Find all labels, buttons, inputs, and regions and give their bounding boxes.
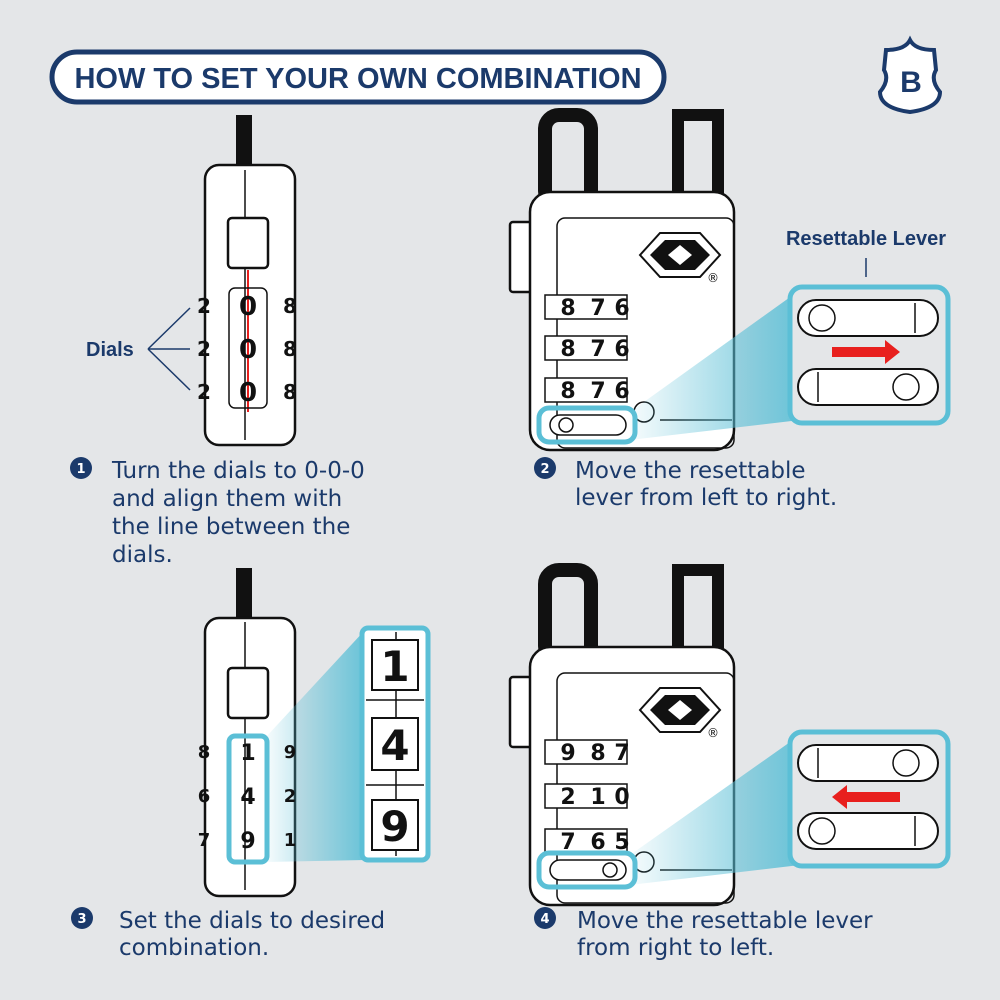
- step-2: 2 Move the resettable lever from left to…: [534, 457, 837, 511]
- dial-digit: 7: [560, 830, 575, 855]
- step-text: Move the resettable: [575, 458, 806, 484]
- zoom-projection: [630, 735, 800, 885]
- dial-digit: 8: [560, 337, 575, 362]
- step-number: 2: [540, 462, 549, 477]
- side-digit: 8: [283, 294, 297, 318]
- step-text: dials.: [112, 542, 173, 568]
- vertical-lock-step3: 1 4 9 8 6 7 9 2 1 1 4 9: [198, 568, 431, 898]
- resettable-lever: [549, 859, 627, 881]
- padlock-step2: ® 8 7 6 8 7 6 8 7 6: [508, 108, 951, 452]
- dials-pointer-lines: [147, 307, 191, 391]
- step-text: from right to left.: [577, 935, 774, 961]
- dial-digit: 6: [614, 379, 629, 404]
- zoomed-digit: 1: [380, 642, 409, 691]
- dial-digit: 6: [590, 830, 605, 855]
- dial-digit: 6: [614, 337, 629, 362]
- resettable-lever-label: Resettable Lever: [786, 228, 946, 250]
- dial-digit: 7: [590, 296, 605, 321]
- step-number: 4: [540, 912, 549, 927]
- dial-digit: 1: [240, 741, 255, 766]
- dial-digit: 6: [614, 296, 629, 321]
- dial-digit: 1: [590, 785, 605, 810]
- side-digit: 2: [284, 786, 297, 807]
- side-digit: 2: [197, 294, 211, 318]
- step-text: the line between the: [112, 514, 350, 540]
- dial-row: 8 7 6: [544, 377, 630, 404]
- step-4: 4 Move the resettable lever from right t…: [534, 907, 873, 961]
- dial-row: 9 8 7: [544, 739, 630, 766]
- dial-digit: 0: [239, 335, 257, 365]
- zoomed-digit: 9: [380, 802, 409, 851]
- step-1: 1 Turn the dials to 0-0-0 and align them…: [70, 457, 365, 568]
- side-digit: 1: [284, 830, 297, 851]
- dial-digit: 0: [614, 785, 629, 810]
- vertical-lock-step1: 0 0 0 2 2 2 8 8 8: [197, 115, 297, 447]
- dial-digit: 8: [590, 741, 605, 766]
- page-title: HOW TO SET YOUR OWN COMBINATION: [74, 63, 641, 95]
- step-text: Set the dials to desired: [119, 908, 385, 934]
- step-number: 3: [77, 912, 86, 927]
- zoom-projection: [266, 630, 365, 862]
- side-digit: 2: [197, 337, 211, 361]
- dial-digit: 4: [240, 785, 255, 810]
- step-text: lever from left to right.: [575, 485, 837, 511]
- step-text: and align them with: [112, 486, 342, 512]
- dial-digit: 7: [590, 337, 605, 362]
- side-digit: 8: [283, 380, 297, 404]
- dial-row: 7 6 5: [544, 828, 630, 855]
- dial-digit: 8: [560, 296, 575, 321]
- step-3: 3 Set the dials to desired combination.: [71, 907, 385, 961]
- step-number: 1: [76, 462, 85, 477]
- side-digit: 7: [198, 830, 211, 851]
- dials-label: Dials: [86, 339, 134, 361]
- registered-mark: ®: [707, 726, 719, 740]
- dial-digit: 7: [614, 741, 629, 766]
- resettable-lever: [549, 414, 627, 436]
- side-digit: 8: [198, 742, 211, 763]
- side-digit: 8: [283, 337, 297, 361]
- side-digit: 2: [197, 380, 211, 404]
- shield-b-logo-icon: B: [877, 35, 943, 115]
- padlock-step4: ® 9 8 7 2 1 0 7 6 5: [508, 563, 951, 907]
- arrow-right-icon: [832, 340, 900, 364]
- step-text: Move the resettable lever: [577, 908, 873, 934]
- dial-digit: 9: [560, 741, 575, 766]
- dial-digit: 5: [614, 830, 629, 855]
- dial-row: 2 1 0: [544, 783, 630, 810]
- dial-digit: 8: [560, 379, 575, 404]
- side-digit: 6: [198, 786, 211, 807]
- dial-row: 8 7 6: [544, 294, 630, 321]
- zoomed-digit: 4: [380, 721, 409, 770]
- arrow-left-icon: [832, 785, 900, 809]
- dial-row: 8 7 6: [544, 335, 630, 362]
- dial-digit: 0: [239, 378, 257, 408]
- dial-digit: 7: [590, 379, 605, 404]
- registered-mark: ®: [707, 271, 719, 285]
- step-text: combination.: [119, 935, 269, 961]
- logo-letter: B: [900, 66, 922, 99]
- dial-digit: 2: [560, 785, 575, 810]
- title-banner: HOW TO SET YOUR OWN COMBINATION: [49, 49, 667, 105]
- step-text: Turn the dials to 0-0-0: [111, 458, 365, 484]
- side-digit: 9: [284, 742, 297, 763]
- dial-digit: 9: [240, 829, 255, 854]
- dial-digit: 0: [239, 292, 257, 322]
- zoom-projection: [630, 290, 800, 440]
